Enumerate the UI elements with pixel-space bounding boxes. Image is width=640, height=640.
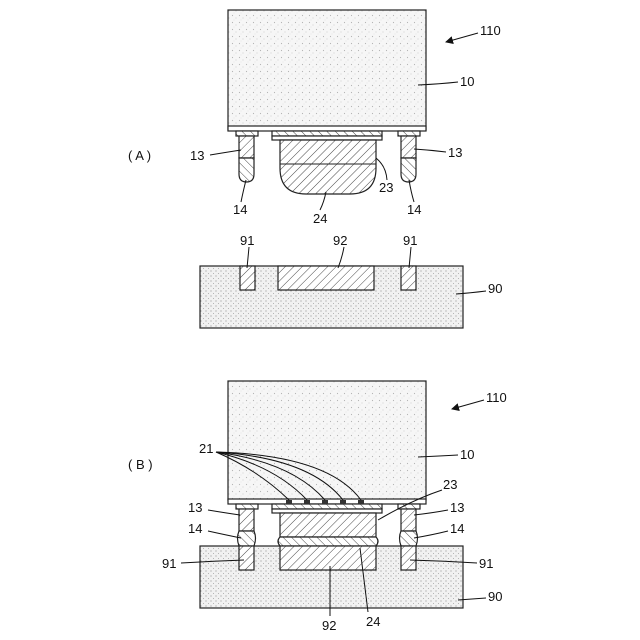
hole-91-left	[240, 266, 255, 290]
pin-tip-14-right	[401, 158, 416, 182]
pin-13-right-b	[401, 509, 416, 531]
leader-110-a	[446, 33, 478, 42]
leader-13-left-a	[210, 150, 241, 155]
recess-92	[278, 266, 374, 290]
panel-b: ( B ) 110 21	[128, 381, 507, 633]
pin-pad-right-b	[398, 504, 420, 509]
label-14-right-b: 14	[450, 521, 464, 536]
bump-24	[280, 140, 376, 194]
pin-tip-14-left	[239, 158, 254, 182]
label-91-right-b: 91	[479, 556, 493, 571]
leader-14-right-a	[409, 180, 414, 202]
substrate-10	[228, 10, 426, 130]
pin-13-left-b	[239, 509, 254, 531]
substrate-10-b	[228, 381, 426, 500]
panel-a: ( A ) 110 10 13 13 14	[128, 10, 502, 328]
pin-pad-left	[236, 131, 258, 136]
leader-14-right-b	[414, 531, 448, 538]
label-91-left-a: 91	[240, 233, 254, 248]
label-14-left-a: 14	[233, 202, 247, 217]
pad-21	[358, 500, 364, 504]
leader-23-a	[376, 158, 387, 180]
pad-21	[304, 500, 310, 504]
label-90-b: 90	[488, 589, 502, 604]
panel-a-label: ( A )	[128, 148, 151, 163]
label-13-right-b: 13	[450, 500, 464, 515]
pad-21	[340, 500, 346, 504]
label-14-right-a: 14	[407, 202, 421, 217]
label-13-left-a: 13	[190, 148, 204, 163]
label-10-a: 10	[460, 74, 474, 89]
pin-13-left	[239, 136, 254, 158]
leader-14-left-a	[241, 180, 246, 202]
label-21: 21	[199, 441, 213, 456]
leader-14-left-b	[208, 531, 241, 538]
label-14-left-b: 14	[188, 521, 202, 536]
hole-91-right-b	[401, 546, 416, 570]
leader-110-b	[452, 400, 484, 409]
pad-21	[322, 500, 328, 504]
hole-91-left-b	[239, 546, 254, 570]
label-92-b: 92	[322, 618, 336, 633]
pad-21	[286, 500, 292, 504]
leader-91-right-a	[409, 247, 411, 268]
label-23-a: 23	[379, 180, 393, 195]
bump-24-upper-b	[280, 513, 376, 537]
electrode-pad-23-b	[272, 504, 382, 509]
pin-pad-left-b	[236, 504, 258, 509]
label-13-left-b: 13	[188, 500, 202, 515]
pin-pad-right	[398, 131, 420, 136]
bump-24-bulge-b	[278, 537, 378, 546]
label-90-a: 90	[488, 281, 502, 296]
label-110-a: 110	[480, 23, 501, 38]
label-13-right-a: 13	[448, 145, 462, 160]
label-24-b: 24	[366, 614, 380, 629]
label-10-b: 10	[460, 447, 474, 462]
substrate-base-layer	[228, 126, 426, 131]
hole-91-right	[401, 266, 416, 290]
leader-13-left-b	[208, 510, 240, 515]
leader-91-left-a	[247, 247, 249, 268]
label-23-b: 23	[443, 477, 457, 492]
label-91-right-a: 91	[403, 233, 417, 248]
leader-92-a	[338, 247, 344, 268]
panel-b-label: ( B )	[128, 457, 153, 472]
leader-13-right-b	[414, 510, 448, 515]
pin-tip-14-right-b	[400, 531, 418, 546]
leader-24-a	[320, 192, 326, 210]
label-110-b: 110	[486, 390, 507, 405]
pin-13-right	[401, 136, 416, 158]
leader-13-right-a	[414, 149, 446, 152]
pin-tip-14-left-b	[238, 531, 256, 546]
label-24-a: 24	[313, 211, 327, 226]
label-91-left-b: 91	[162, 556, 176, 571]
electrode-pad-23	[272, 131, 382, 136]
label-92-a: 92	[333, 233, 347, 248]
